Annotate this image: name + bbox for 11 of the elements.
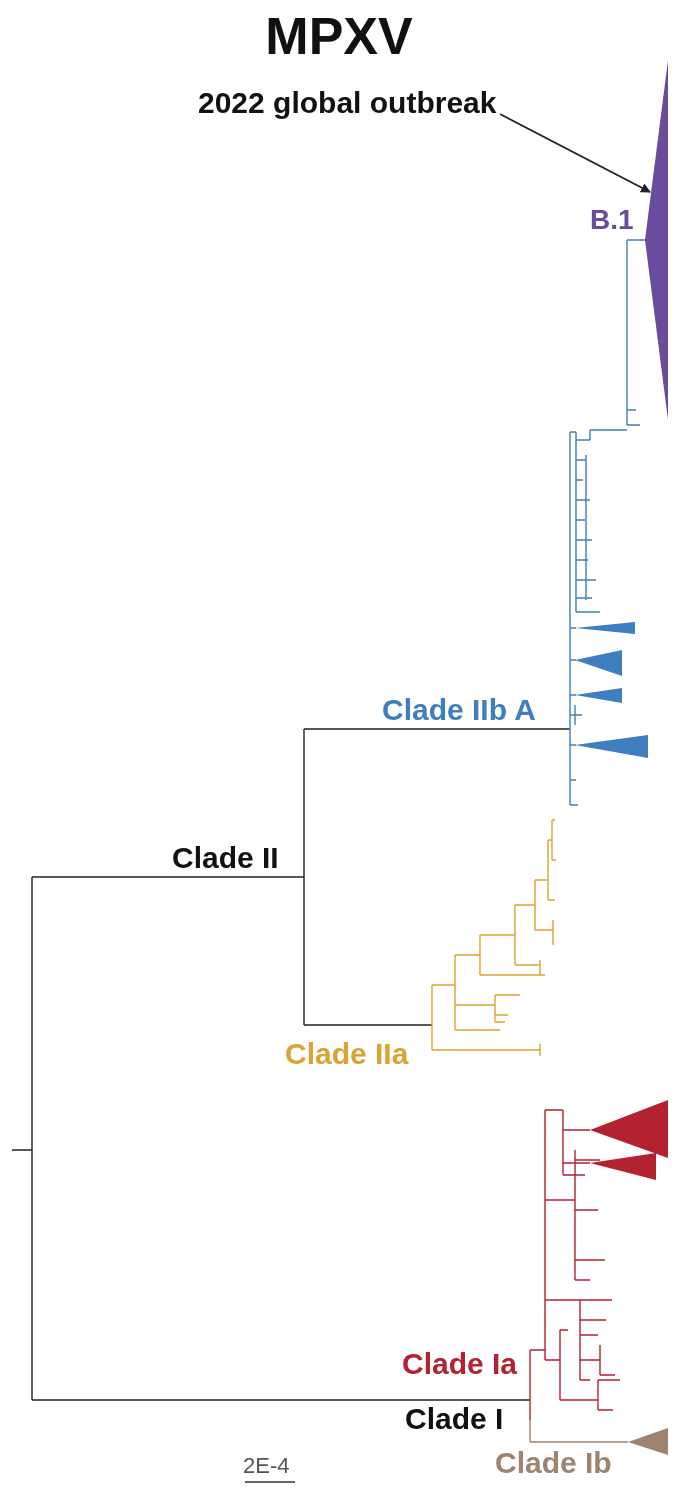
- clade-label: Clade IIa: [285, 1039, 409, 1069]
- scale-value: 2E-4: [243, 1455, 290, 1477]
- clade-label: B.1: [590, 206, 634, 234]
- clade-label: Clade II: [172, 843, 279, 873]
- clade-label: Clade I: [405, 1404, 504, 1434]
- arrow: [499, 113, 651, 193]
- title: MPXV: [264, 10, 414, 62]
- clade-label: Clade Ia: [402, 1349, 518, 1379]
- clade-label: Clade IIb A: [382, 695, 536, 725]
- clade-label: Clade Ib: [495, 1448, 612, 1478]
- annotation-text: 2022 global outbreak: [198, 88, 497, 118]
